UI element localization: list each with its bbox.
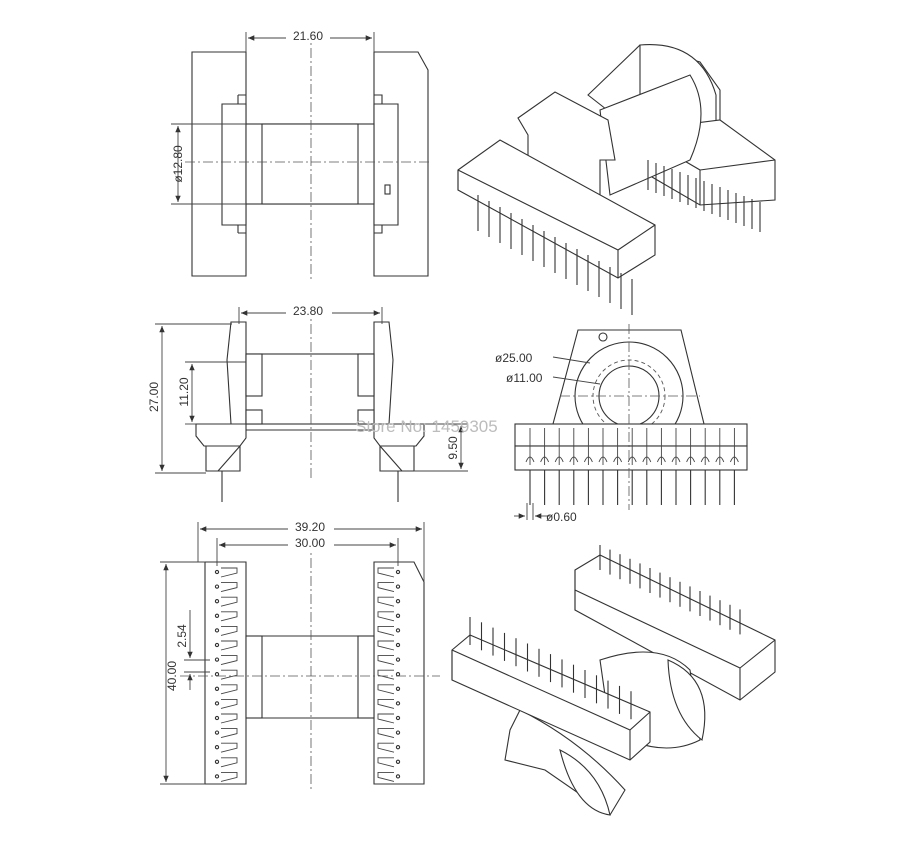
pin-hole [395, 584, 401, 589]
pin-terminal [220, 625, 238, 636]
iso-bottom-pins [469, 545, 741, 720]
pin-terminal [377, 757, 395, 768]
pin-hole [395, 745, 401, 750]
side-view: 23.80 27.00 11.20 9.50 [147, 304, 468, 502]
pin-terminal [220, 742, 238, 753]
pin-terminal [377, 771, 395, 782]
pin-terminal [377, 728, 395, 739]
pin-terminal [220, 655, 238, 666]
pin-hole [214, 730, 220, 735]
pin-hole [395, 569, 401, 575]
pin-terminal [377, 713, 395, 724]
pin-terminal [220, 640, 238, 651]
bottom-view: 39.20 30.00 40.00 2.54 [160, 520, 440, 790]
store-watermark: Store No: 1459305 [355, 417, 498, 436]
pin-hole [214, 642, 220, 648]
pin-hole [395, 715, 401, 721]
pin-terminal [377, 611, 395, 622]
front-pin-row [525, 428, 739, 505]
pin-hole [395, 730, 401, 735]
pin-hole [214, 657, 220, 662]
pin-hole [395, 599, 401, 604]
pin-hole [214, 628, 220, 633]
pin-terminal [377, 669, 395, 680]
pin-hole [214, 569, 220, 575]
pin-terminal [220, 611, 238, 622]
bottom-pin-rows [214, 567, 401, 782]
dim-row-spacing: 30.00 [295, 536, 325, 550]
pin-terminal [220, 567, 238, 578]
pin-terminal [220, 669, 238, 680]
pin-hole [214, 613, 220, 618]
pin-terminal [220, 728, 238, 739]
pin-hole [395, 774, 401, 779]
dim-outer-dia: ø25.00 [495, 351, 533, 365]
pin-hole [395, 613, 401, 618]
dim-width-side: 23.80 [293, 304, 323, 318]
front-view: ø25.00 ø11.00 ø0.60 [495, 324, 748, 524]
iso-top-pins [477, 160, 761, 315]
dim-pin-pitch: 2.54 [175, 624, 189, 648]
dim-overall-length: 39.20 [295, 520, 325, 534]
pin-hole [395, 628, 401, 633]
dim-height-total: 27.00 [147, 382, 161, 412]
dim-pin-dia: ø0.60 [546, 510, 577, 524]
pin-terminal [377, 655, 395, 666]
pin-terminal [220, 684, 238, 695]
pin-hole [395, 657, 401, 662]
pin-hole [395, 642, 401, 648]
pin-terminal [377, 625, 395, 636]
pin-terminal [220, 757, 238, 768]
pin-terminal [377, 698, 395, 709]
pin-terminal [220, 713, 238, 724]
pin-hole [214, 599, 220, 604]
dim-flange-gap: 11.20 [177, 377, 191, 406]
pin-hole [395, 701, 401, 706]
pin-terminal [377, 742, 395, 753]
pin-hole [395, 759, 401, 764]
pin-terminal [220, 596, 238, 607]
dim-pin-height: 9.50 [446, 436, 460, 460]
pin-hole [214, 715, 220, 721]
dim-width-top: 21.60 [293, 29, 323, 43]
top-view: 21.60 ø12.80 [171, 29, 432, 282]
pin-terminal [377, 640, 395, 651]
pin-hole [214, 701, 220, 706]
dim-overall-height: 40.00 [165, 661, 179, 691]
pin-terminal [220, 698, 238, 709]
pin-hole [214, 774, 220, 779]
pin-hole [214, 584, 220, 589]
dim-core-dia: ø12.80 [171, 145, 185, 183]
pin-hole [395, 686, 401, 691]
pin-terminal [377, 567, 395, 578]
pin-hole [214, 759, 220, 764]
isometric-top-view [457, 44, 776, 315]
pin-terminal [220, 771, 238, 782]
pin-terminal [220, 582, 238, 593]
pin-terminal [377, 684, 395, 695]
pin-hole [214, 745, 220, 750]
pin-terminal [377, 596, 395, 607]
dim-inner-dia: ø11.00 [506, 371, 543, 385]
isometric-bottom-view [451, 545, 776, 816]
pin-hole [214, 686, 220, 691]
pin-terminal [377, 582, 395, 593]
